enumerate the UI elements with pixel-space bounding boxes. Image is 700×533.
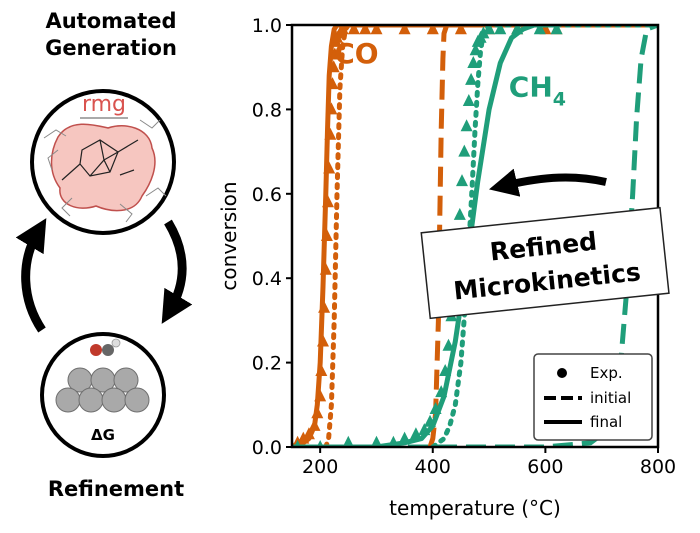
workflow-top-label-line2: Generation	[45, 36, 177, 60]
ch4-exp-point	[465, 72, 478, 85]
delta-g-label: ΔG	[91, 426, 115, 444]
co-final-dotted-line	[323, 25, 658, 447]
co-exp-point	[317, 334, 329, 347]
legend-exp-label: Exp.	[590, 364, 623, 382]
ch4-exp-point	[511, 25, 524, 35]
co-exp-point	[347, 25, 360, 35]
co-exp-point	[327, 60, 340, 73]
ch4-exp-point	[533, 25, 546, 35]
refined-arrow	[488, 168, 607, 197]
co-exp-point	[326, 77, 339, 90]
co-exp-point	[359, 25, 372, 35]
legend: Exp. initial final	[533, 353, 653, 441]
legend-final-label: final	[590, 413, 622, 431]
co-exp-point	[308, 418, 321, 431]
molecule-fragments	[43, 119, 167, 223]
ch4-exp-point	[456, 174, 468, 187]
ch4-exp-point	[477, 26, 490, 39]
x-tick-label: 800	[640, 456, 676, 478]
co-series-label: CO	[334, 37, 378, 70]
ch4-initial-line	[292, 25, 658, 447]
y-axis-label: conversion	[217, 181, 241, 290]
series-layer	[292, 25, 658, 447]
ch4-exp-point	[409, 427, 422, 440]
co-exp-point	[324, 127, 337, 140]
x-tick-label: 600	[527, 456, 563, 478]
co-exp-point	[318, 300, 331, 313]
workflow-panel: Automated Generation rmg	[15, 9, 193, 501]
rmg-logo: rmg	[82, 92, 126, 117]
co-exp-point	[325, 102, 338, 115]
co-exp-point	[322, 195, 334, 208]
x-tick-label: 200	[302, 456, 338, 478]
callout-box: Refined Microkinetics	[420, 206, 670, 320]
co-exp-point	[426, 25, 439, 35]
x-axis-label: temperature (°C)	[389, 496, 561, 520]
ch4-exp-point	[342, 435, 354, 447]
co-exp-point	[319, 262, 332, 275]
co-exp-point	[320, 229, 333, 241]
ch4-exp-point	[398, 431, 411, 444]
arrow-to-generation	[15, 218, 47, 333]
ch4-exp-point	[418, 423, 431, 436]
legend-exp-marker	[557, 368, 567, 378]
co-exp-point	[370, 25, 383, 35]
ch4-exp-point	[453, 207, 466, 220]
ch4-exp-point	[442, 338, 455, 351]
ch4-series-label: CH4	[509, 71, 566, 111]
ch4-exp-point	[483, 25, 496, 35]
conversion-chart: 200 400 600 800 0.0 0.2 0.4 0.6 0.8 1.0 temperatu…	[217, 15, 676, 520]
ch4-exp-point	[370, 435, 383, 447]
ch4-exp-point	[469, 43, 482, 56]
co-exp-point	[398, 25, 411, 35]
ch4-exp-point	[460, 119, 473, 132]
ch4-exp-point	[458, 144, 471, 157]
co-exp-point	[323, 161, 336, 174]
co-exp-point	[454, 25, 467, 35]
ch4-exp-point	[429, 402, 442, 414]
series-labels: CO CH4	[334, 37, 566, 111]
y-tick-label: 1.0	[252, 15, 282, 37]
co-exp-point	[315, 364, 328, 376]
ch4-exp-point	[550, 25, 563, 35]
co-exp-point	[328, 47, 341, 60]
co-exp-point	[314, 389, 327, 402]
ch4-exp-point	[494, 25, 507, 35]
arrow-to-refinement	[161, 219, 193, 324]
legend-initial-label: initial	[590, 389, 631, 407]
x-tick-label: 400	[415, 456, 451, 478]
co-exp-point	[336, 25, 349, 35]
y-tick-label: 0.0	[252, 437, 282, 459]
co-exp-point	[311, 406, 324, 419]
series-label-subscript: 4	[553, 89, 566, 111]
ch4-exp-point	[462, 94, 475, 106]
catalyst-surface	[55, 367, 150, 413]
y-tick-label: 0.8	[252, 99, 282, 121]
ch4-exp-point	[435, 385, 448, 398]
ch4-exp-point	[424, 414, 436, 427]
ch4-exp-point	[316, 440, 324, 447]
ch4-exp-point	[387, 435, 399, 447]
y-tick-label: 0.4	[252, 268, 282, 290]
workflow-bottom-label: Refinement	[48, 477, 184, 501]
reaction-network	[61, 139, 139, 181]
axis-ticks: 200 400 600 800 0.0 0.2 0.4 0.6 0.8 1.0	[252, 15, 676, 478]
adsorbate-molecule	[90, 338, 121, 356]
mechanism-blob	[50, 123, 156, 212]
co-exp-point	[297, 431, 310, 444]
ch4-exp-point	[294, 440, 302, 447]
ch4-exp-point	[467, 56, 480, 68]
co-exp-point	[302, 427, 315, 440]
y-tick-label: 0.2	[252, 353, 282, 375]
y-tick-label: 0.6	[252, 184, 282, 206]
workflow-top-label-line1: Automated	[45, 9, 176, 33]
ch4-exp-point	[439, 364, 452, 376]
